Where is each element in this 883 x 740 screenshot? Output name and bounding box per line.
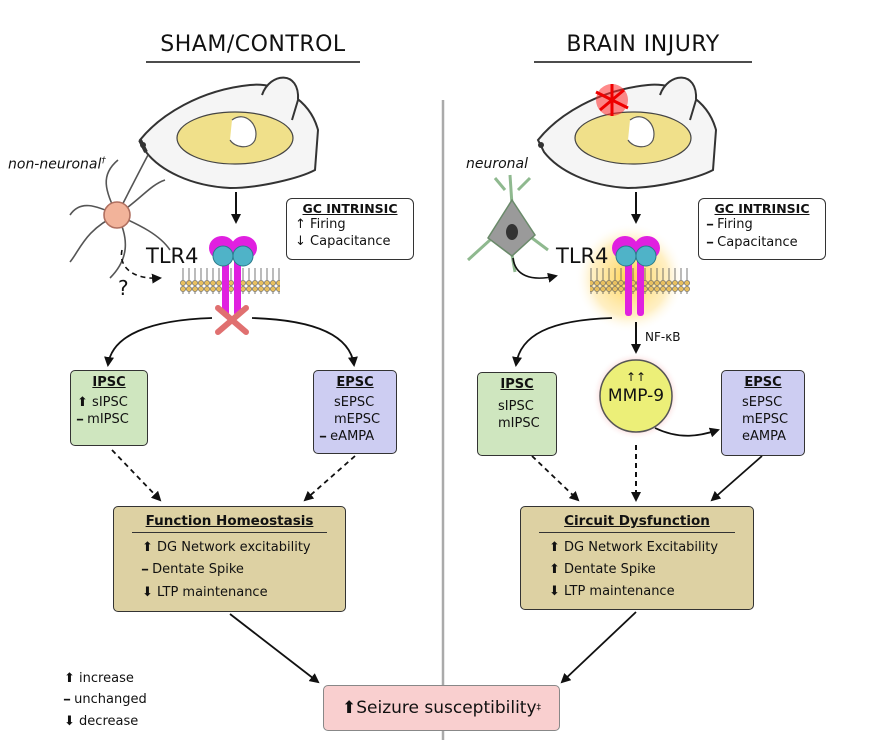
block-x-icon	[215, 305, 249, 335]
mmp9-arrows: ↑↑	[625, 370, 647, 384]
left-source-label: non-neuronal†	[8, 156, 106, 173]
nfkb-label: NF-κB	[645, 330, 681, 344]
left-epsc-box: EPSC sEPSC mEPSC ━ eAMPA	[313, 370, 397, 454]
injury-burst-icon	[595, 84, 629, 116]
legend-decrease: ⬇ decrease	[64, 714, 139, 729]
right-tlr4-label: TLR4	[556, 244, 609, 268]
left-membrane	[180, 268, 280, 294]
mmp9-circle	[599, 359, 673, 433]
right-tlr4-receptor-icon	[612, 236, 660, 316]
left-header: SHAM/CONTROL	[160, 32, 346, 57]
left-gc-intrinsic-box: GC INTRINSIC ↑ Firing ↓ Capacitance	[286, 198, 414, 260]
right-rat-head-icon	[536, 76, 718, 190]
right-gc-intrinsic-box: GC INTRINSIC ━ Firing ━ Capacitance	[698, 198, 826, 260]
left-rat-head-icon	[138, 76, 320, 190]
seizure-susceptibility-box: ⬆Seizure susceptibility‡	[323, 685, 560, 731]
left-tlr4-label: TLR4	[146, 244, 199, 268]
legend-increase: ⬆ increase	[64, 671, 134, 686]
astrocyte-icon	[69, 154, 171, 279]
left-outcome-box: Function Homeostasis ⬆ DG Network excita…	[113, 506, 346, 612]
right-source-label: neuronal	[466, 156, 529, 172]
legend-unchanged: ━ unchanged	[64, 692, 147, 707]
right-epsc-box: EPSC sEPSC mEPSC eAMPA	[721, 370, 805, 456]
neuron-icon	[466, 174, 549, 273]
right-outcome-box: Circuit Dysfunction ⬆ DG Network Excitab…	[520, 506, 754, 610]
question-mark: ?	[118, 276, 129, 300]
left-ipsc-box: IPSC ⬆ sIPSC ━ mIPSC	[70, 370, 148, 446]
legend: ⬆ increase ━ unchanged ⬇ decrease	[64, 668, 147, 732]
right-ipsc-box: IPSC sIPSC mIPSC	[477, 372, 557, 456]
right-header: BRAIN INJURY	[566, 32, 720, 57]
mmp9-label: MMP-9	[607, 386, 665, 406]
left-tlr4-receptor-icon	[209, 236, 257, 316]
